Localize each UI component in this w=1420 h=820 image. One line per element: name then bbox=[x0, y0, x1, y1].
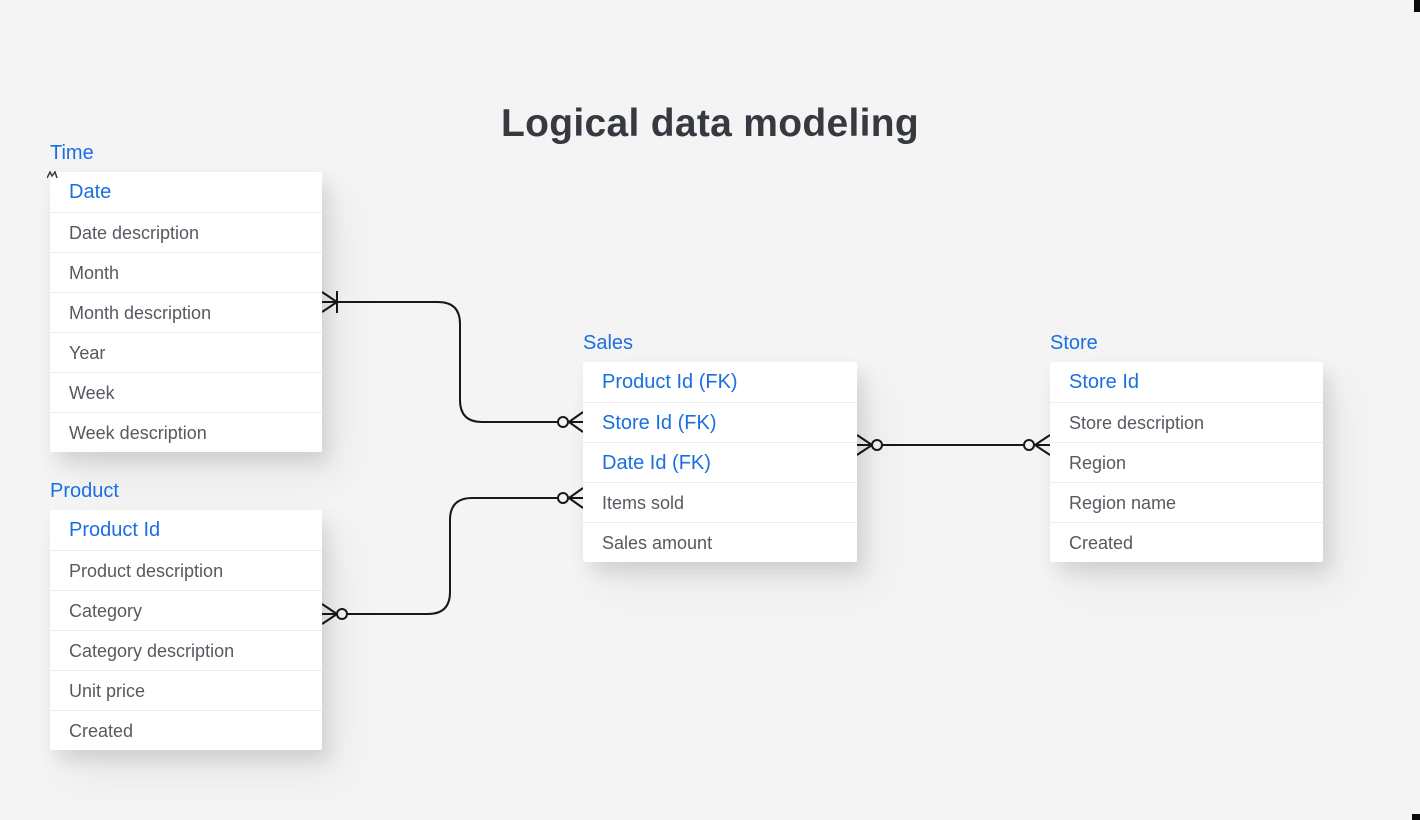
field-store-region[interactable]: Region bbox=[1050, 442, 1323, 482]
field-time-week[interactable]: Week bbox=[50, 372, 322, 412]
entity-store[interactable]: Store Store Id Store description Region … bbox=[1050, 331, 1323, 562]
crows-foot-time-icon bbox=[321, 291, 338, 313]
entity-sales[interactable]: Sales Product Id (FK) Store Id (FK) Date… bbox=[583, 331, 857, 562]
field-time-date[interactable]: Date bbox=[69, 181, 112, 203]
entity-store-label: Store bbox=[1050, 332, 1098, 354]
field-product-category-description[interactable]: Category description bbox=[50, 630, 322, 670]
zero-circle-store-icon bbox=[1023, 439, 1035, 451]
corner-mark-top-right bbox=[1414, 0, 1420, 12]
zero-circle-sales3-icon bbox=[871, 439, 883, 451]
field-product-category[interactable]: Category bbox=[50, 590, 322, 630]
field-sales-store-id-fk[interactable]: Store Id (FK) bbox=[583, 402, 857, 442]
zero-circle-product-icon bbox=[336, 608, 348, 620]
crows-foot-sales3-icon bbox=[856, 434, 873, 456]
field-store-created[interactable]: Created bbox=[1050, 522, 1323, 562]
field-sales-items-sold[interactable]: Items sold bbox=[583, 482, 857, 522]
relationship-product-sales[interactable] bbox=[321, 487, 584, 625]
table-corner-artifact bbox=[47, 171, 58, 179]
entity-sales-label: Sales bbox=[583, 332, 634, 354]
crows-foot-sales-icon bbox=[568, 411, 584, 433]
field-time-month[interactable]: Month bbox=[50, 252, 322, 292]
field-store-region-name[interactable]: Region name bbox=[1050, 482, 1323, 522]
corner-mark-bottom-right bbox=[1412, 814, 1420, 820]
page-title: Logical data modeling bbox=[500, 102, 919, 146]
zero-circle-sales2-icon bbox=[557, 492, 569, 504]
field-time-year[interactable]: Year bbox=[50, 332, 322, 372]
entity-product-box[interactable]: Product Id Product description Category … bbox=[50, 510, 322, 750]
relationship-sales-store[interactable] bbox=[856, 434, 1051, 456]
field-product-created[interactable]: Created bbox=[50, 710, 322, 750]
crows-foot-product-icon bbox=[321, 603, 338, 625]
field-sales-sales-amount[interactable]: Sales amount bbox=[583, 522, 857, 562]
field-store-description[interactable]: Store description bbox=[1050, 402, 1323, 442]
field-time-month-description[interactable]: Month description bbox=[50, 292, 322, 332]
field-product-unit-price[interactable]: Unit price bbox=[50, 670, 322, 710]
field-product-description[interactable]: Product description bbox=[50, 550, 322, 590]
crows-foot-sales2-icon bbox=[568, 487, 584, 509]
entity-time-label: Time bbox=[50, 142, 94, 164]
entity-sales-box[interactable]: Product Id (FK) Store Id (FK) Date Id (F… bbox=[583, 362, 857, 562]
entity-store-box[interactable]: Store Id Store description Region Region… bbox=[1050, 362, 1323, 562]
field-product-id[interactable]: Product Id bbox=[69, 519, 161, 541]
entity-time-box[interactable]: Date Date description Month Month descri… bbox=[50, 172, 322, 452]
field-sales-date-id-fk[interactable]: Date Id (FK) bbox=[583, 442, 857, 482]
crows-foot-store-icon bbox=[1034, 434, 1051, 456]
field-store-id[interactable]: Store Id bbox=[1069, 371, 1140, 393]
entity-product-label: Product bbox=[50, 480, 119, 502]
field-time-date-description[interactable]: Date description bbox=[50, 212, 322, 252]
relationship-time-sales[interactable] bbox=[321, 291, 584, 433]
field-time-week-description[interactable]: Week description bbox=[50, 412, 322, 452]
entity-time[interactable]: Time Date Date description Month Month d… bbox=[50, 141, 322, 452]
entity-product[interactable]: Product Product Id Product description C… bbox=[50, 479, 322, 750]
zero-circle-sales-icon bbox=[557, 416, 569, 428]
field-sales-product-id-fk[interactable]: Product Id (FK) bbox=[602, 371, 738, 393]
